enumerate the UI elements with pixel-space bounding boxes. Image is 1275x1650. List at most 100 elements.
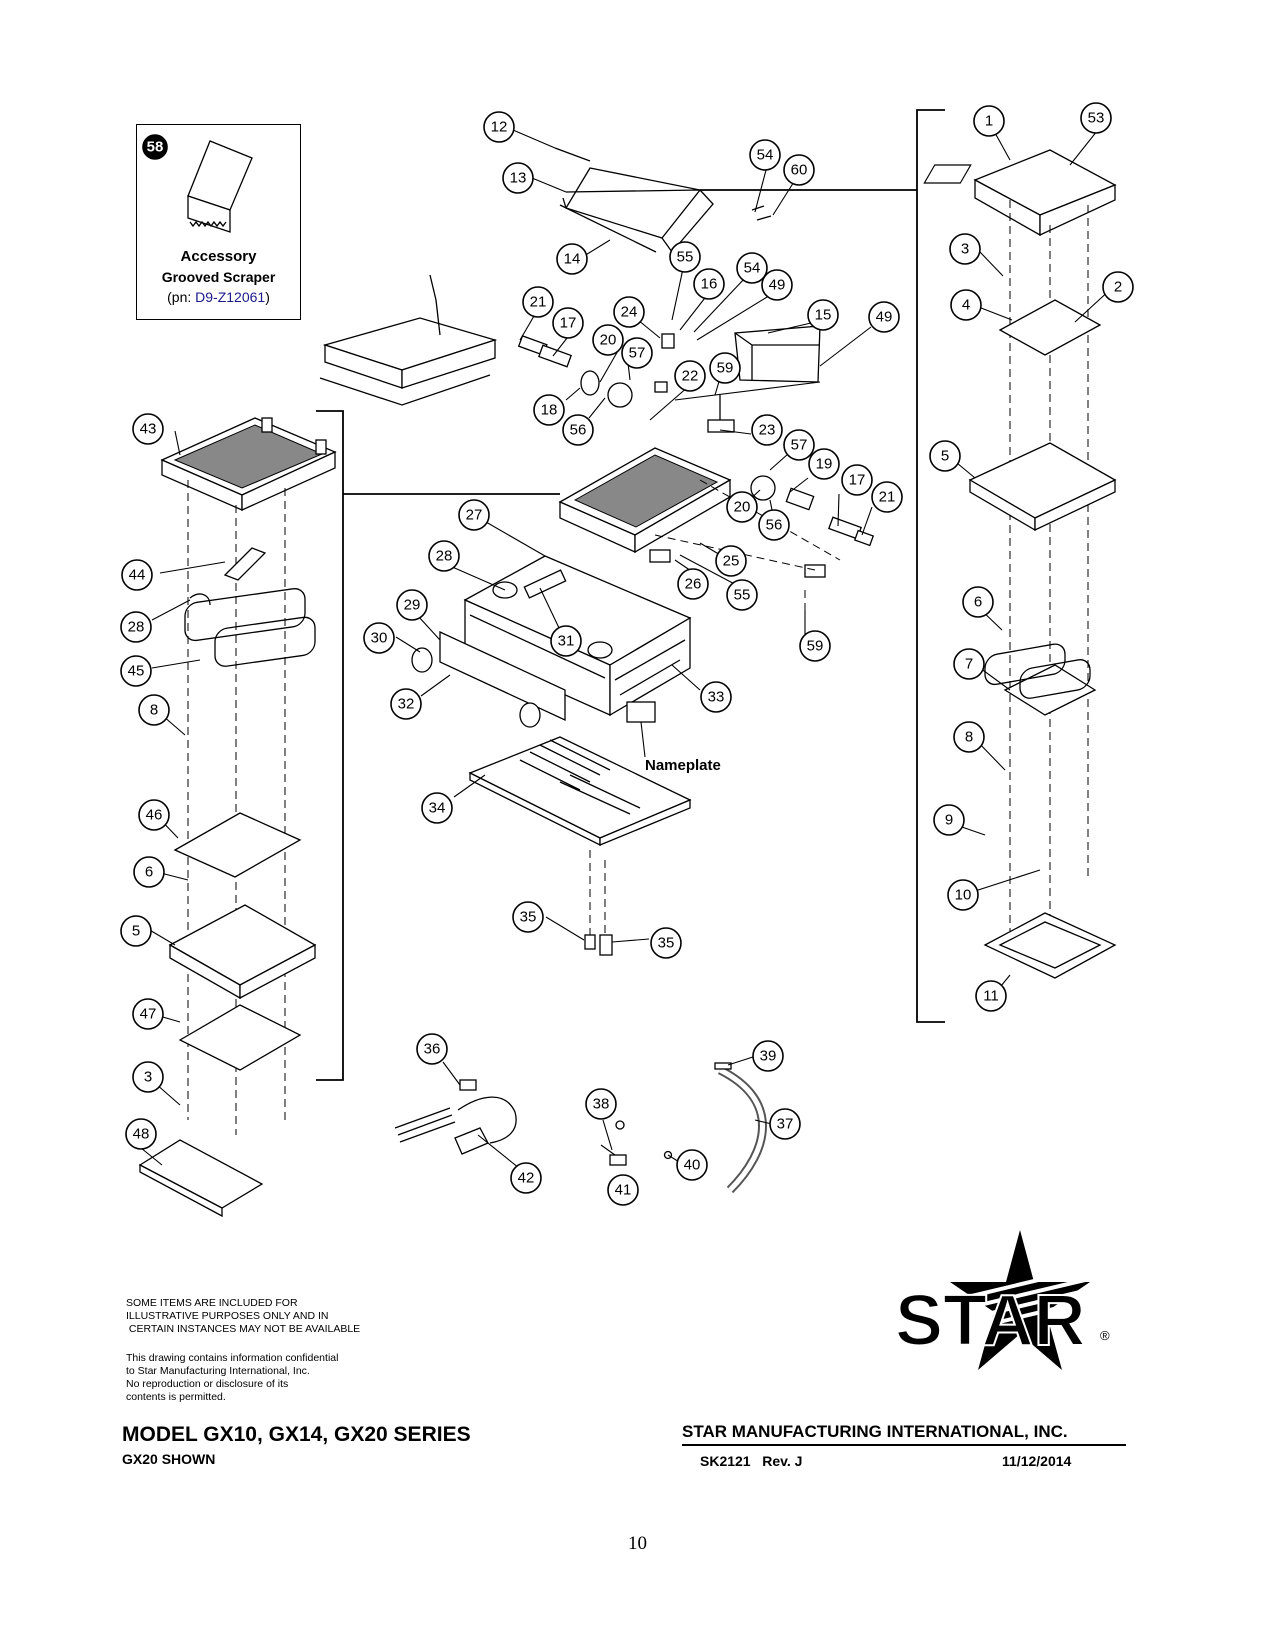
callout-17b: 17 <box>841 464 873 496</box>
svg-text:42: 42 <box>518 1170 535 1187</box>
page-number: 10 <box>628 1533 647 1554</box>
callout-53: 53 <box>1080 102 1112 134</box>
accessory-subtitle: Grooved Scraper <box>161 269 276 285</box>
callout-8b: 8 <box>953 721 985 753</box>
svg-text:3: 3 <box>961 241 969 258</box>
svg-text:59: 59 <box>807 638 824 655</box>
callout-16: 16 <box>693 268 725 300</box>
svg-text:47: 47 <box>140 1006 157 1023</box>
accessory-part-number: (pn: D9-Z12061) <box>167 289 270 305</box>
callout-22: 22 <box>674 360 706 392</box>
callout-23: 23 <box>751 414 783 446</box>
svg-text:6: 6 <box>145 864 153 881</box>
callout-1: 1 <box>973 105 1005 137</box>
svg-text:2: 2 <box>1114 279 1122 296</box>
callout-24: 24 <box>613 296 645 328</box>
callout-14: 14 <box>556 243 588 275</box>
svg-text:46: 46 <box>146 807 163 824</box>
callout-8: 8 <box>138 694 170 726</box>
svg-text:45: 45 <box>128 663 145 680</box>
svg-text:31: 31 <box>558 633 575 650</box>
callout-43: 43 <box>132 413 164 445</box>
callout-25: 25 <box>715 545 747 577</box>
grooved-scraper-icon <box>187 140 253 233</box>
callout-57: 57 <box>621 337 653 369</box>
svg-text:44: 44 <box>129 567 146 584</box>
svg-text:12: 12 <box>491 119 508 136</box>
callout-48: 48 <box>125 1118 157 1150</box>
svg-text:21: 21 <box>530 294 547 311</box>
main-grill-platen-part <box>558 447 875 620</box>
callout-55: 55 <box>669 241 701 273</box>
svg-text:43: 43 <box>140 421 157 438</box>
svg-text:23: 23 <box>759 422 776 439</box>
callout-33: 33 <box>700 681 732 713</box>
svg-text:40: 40 <box>684 1157 701 1174</box>
svg-text:57: 57 <box>791 437 808 454</box>
document-number: SK2121 Rev. J <box>700 1453 803 1469</box>
svg-text:22: 22 <box>682 368 699 385</box>
svg-text:5: 5 <box>941 448 949 465</box>
accessory-box: Accessory Grooved Scraper (pn: D9-Z12061… <box>136 124 301 320</box>
callout-27: 27 <box>458 499 490 531</box>
svg-text:24: 24 <box>621 304 638 321</box>
svg-text:39: 39 <box>760 1048 777 1065</box>
callout-30: 30 <box>363 622 395 654</box>
svg-text:59: 59 <box>717 360 734 377</box>
callout-56: 56 <box>562 414 594 446</box>
callout-40: 40 <box>676 1149 708 1181</box>
registered-mark: ® <box>1100 1328 1110 1343</box>
svg-text:35: 35 <box>658 935 675 952</box>
callout-11: 11 <box>975 980 1007 1012</box>
callout-54: 54 <box>749 139 781 171</box>
svg-text:35: 35 <box>520 909 537 926</box>
callout-6b: 6 <box>962 586 994 618</box>
nameplate-label: Nameplate <box>645 757 721 774</box>
callout-32: 32 <box>390 688 422 720</box>
callout-3: 3 <box>132 1061 164 1093</box>
svg-text:58: 58 <box>147 139 164 156</box>
svg-text:5: 5 <box>132 923 140 940</box>
illustrative-note: SOME ITEMS ARE INCLUDED FOR ILLUSTRATIVE… <box>126 1297 361 1335</box>
svg-text:60: 60 <box>791 162 808 179</box>
logo-wordmark: STAR <box>895 1281 1086 1361</box>
svg-text:9: 9 <box>945 812 953 829</box>
callout-31: 31 <box>550 625 582 657</box>
upper-platen-column-part <box>923 149 1117 979</box>
svg-text:56: 56 <box>570 422 587 439</box>
confidential-note: This drawing contains information confid… <box>126 1352 339 1403</box>
svg-text:30: 30 <box>371 630 388 647</box>
callout-35: 35 <box>512 901 544 933</box>
model-title: MODEL GX10, GX14, GX20 SERIES <box>122 1423 471 1446</box>
document-date: 11/12/2014 <box>1002 1453 1072 1469</box>
callout-5b: 5 <box>929 440 961 472</box>
svg-text:8: 8 <box>150 702 158 719</box>
accessory-title: Accessory <box>180 248 257 265</box>
callout-15: 15 <box>807 299 839 331</box>
svg-text:19: 19 <box>816 456 833 473</box>
control-box-chassis-part <box>411 555 692 956</box>
callout-21: 21 <box>522 286 554 318</box>
callout-58: 58 <box>142 134 168 160</box>
callout-21b: 21 <box>871 481 903 513</box>
svg-text:21: 21 <box>879 489 896 506</box>
grill-overview-part <box>319 274 498 406</box>
callout-36: 36 <box>416 1033 448 1065</box>
cord-and-hose-parts <box>394 1062 767 1194</box>
svg-text:14: 14 <box>564 251 581 268</box>
callout-12: 12 <box>483 111 515 143</box>
callout-54b: 54 <box>736 252 768 284</box>
svg-text:55: 55 <box>734 587 751 604</box>
callout-9: 9 <box>933 804 965 836</box>
callout-45: 45 <box>120 655 152 687</box>
callout-37: 37 <box>769 1108 801 1140</box>
svg-text:7: 7 <box>965 656 973 673</box>
callout-38: 38 <box>585 1088 617 1120</box>
callout-49: 49 <box>761 269 793 301</box>
callout-44: 44 <box>121 559 153 591</box>
svg-text:3: 3 <box>144 1069 152 1086</box>
svg-text:25: 25 <box>723 553 740 570</box>
callout-18: 18 <box>533 394 565 426</box>
callout-20: 20 <box>592 324 624 356</box>
